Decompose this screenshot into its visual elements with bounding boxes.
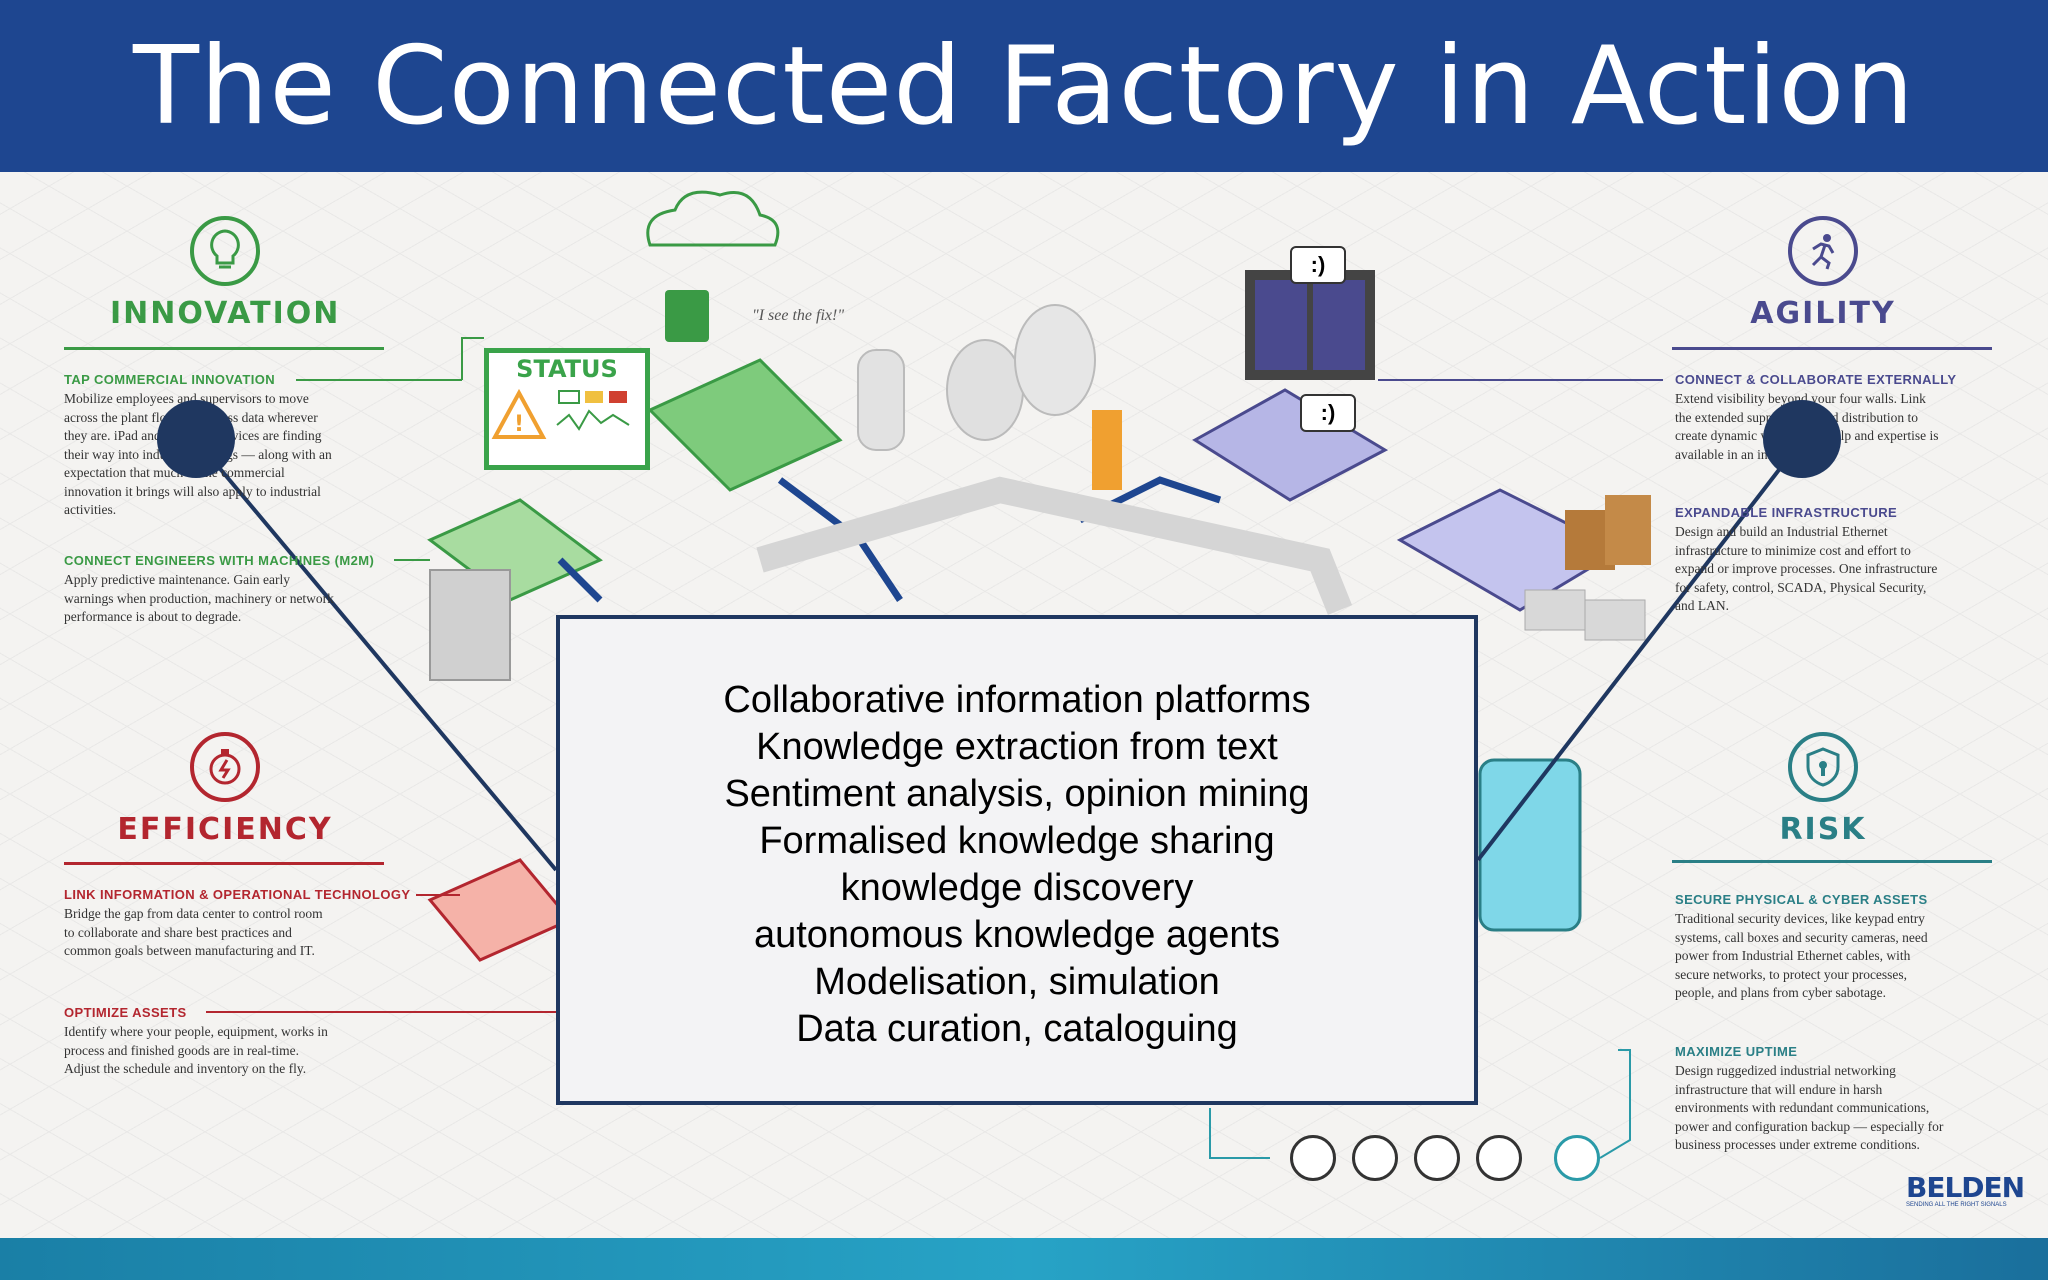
red-platform [427, 858, 573, 962]
belden-tagline: SENDING ALL THE RIGHT SIGNALS [1906, 1202, 2007, 1208]
innovation-item-2-text: Apply predictive maintenance. Gain early… [64, 572, 334, 624]
innovation-item-1-heading: TAP COMMERCIAL INNOVATION [64, 372, 276, 387]
risk-item-1-heading: SECURE PHYSICAL & CYBER ASSETS [1675, 892, 1928, 907]
center-line: Modelisation, simulation [814, 961, 1220, 1003]
footer-strip [0, 1238, 2048, 1280]
risk-category: RISK [1708, 732, 1938, 847]
agility-rule [1672, 347, 1992, 350]
speech-bubble-top: :) [1290, 246, 1346, 284]
agility-category: AGILITY [1708, 216, 1938, 331]
center-line: Formalised knowledge sharing [759, 820, 1275, 862]
efficiency-item-2-heading: OPTIMIZE ASSETS [64, 1005, 187, 1020]
connector-line-right [1476, 438, 1804, 862]
risk-label: RISK [1779, 812, 1867, 847]
agility-item-1-heading: CONNECT & COLLABORATE EXTERNALLY [1675, 372, 1957, 387]
agility-item-2-text: Design and build an Industrial Ethernet … [1675, 524, 1938, 613]
lightbulb-icon [190, 216, 260, 286]
tablet-icon [665, 290, 709, 342]
agility-label: AGILITY [1750, 296, 1896, 331]
title-banner: The Connected Factory in Action [0, 0, 2048, 172]
shield-icon [1788, 732, 1858, 802]
checkmark-icon [1554, 1135, 1600, 1181]
stopwatch-icon [190, 732, 260, 802]
purple-platform [1192, 388, 1389, 502]
status-board: STATUS ! [484, 348, 650, 470]
water-icon [1352, 1135, 1398, 1181]
svg-text:!: ! [514, 412, 524, 437]
center-overlay-box: Collaborative information platforms Know… [556, 615, 1478, 1105]
efficiency-category: EFFICIENCY [110, 732, 340, 847]
warning-icon: ! [491, 388, 630, 439]
connector-dot-left [157, 400, 235, 478]
risk-item-2-text: Design ruggedized industrial networking … [1675, 1063, 1944, 1152]
innovation-rule [64, 347, 384, 350]
status-label: STATUS [516, 355, 618, 383]
robot-arm [1092, 410, 1122, 490]
risk-rule [1672, 860, 1992, 863]
efficiency-item-2-text: Identify where your people, equipment, w… [64, 1024, 328, 1076]
center-line: Data curation, cataloguing [796, 1008, 1238, 1050]
fire-icon [1290, 1135, 1336, 1181]
center-line: autonomous knowledge agents [753, 914, 1281, 956]
innovation-item-2-heading: CONNECT ENGINEERS WITH MACHINES (M2M) [64, 553, 375, 568]
speech-quote: "I see the fix!" [752, 307, 845, 324]
innovation-category: INNOVATION [110, 216, 340, 331]
page-title: The Connected Factory in Action [133, 24, 1915, 149]
center-line: Knowledge extraction from text [756, 726, 1278, 768]
speech-bubble-bottom: :) [1300, 394, 1356, 432]
center-line: Sentiment analysis, opinion mining [724, 773, 1310, 815]
running-figure-icon [1788, 216, 1858, 286]
agility-item-2-heading: EXPANDABLE INFRASTRUCTURE [1675, 505, 1898, 520]
lightning-icon [1476, 1135, 1522, 1181]
innovation-item-1-text: Mobilize employees and supervisors to mo… [64, 391, 332, 517]
connector-line-left [194, 438, 558, 872]
vibration-icon [1414, 1135, 1460, 1181]
risk-item-2-heading: MAXIMIZE UPTIME [1675, 1044, 1798, 1059]
agility-item-1-text: Extend visibility beyond your four walls… [1675, 391, 1939, 462]
center-line: knowledge discovery [840, 867, 1194, 909]
efficiency-item-1-heading: LINK INFORMATION & OPERATIONAL TECHNOLOG… [64, 887, 411, 902]
connector-dot-right [1763, 400, 1841, 478]
green-platform-top [647, 358, 843, 492]
innovation-label: INNOVATION [110, 296, 341, 331]
efficiency-rule [64, 862, 384, 865]
center-lines: Collaborative information platforms Know… [560, 677, 1474, 1053]
efficiency-label: EFFICIENCY [117, 812, 333, 847]
cloud-icon [646, 190, 780, 247]
efficiency-item-1-text: Bridge the gap from data center to contr… [64, 906, 323, 958]
center-line: Collaborative information platforms [723, 679, 1311, 721]
server-cabinet [429, 569, 511, 681]
belden-logo: BELDEN [1906, 1171, 2025, 1204]
risk-item-1-text: Traditional security devices, like keypa… [1675, 911, 1928, 1000]
security-station [1478, 758, 1582, 932]
